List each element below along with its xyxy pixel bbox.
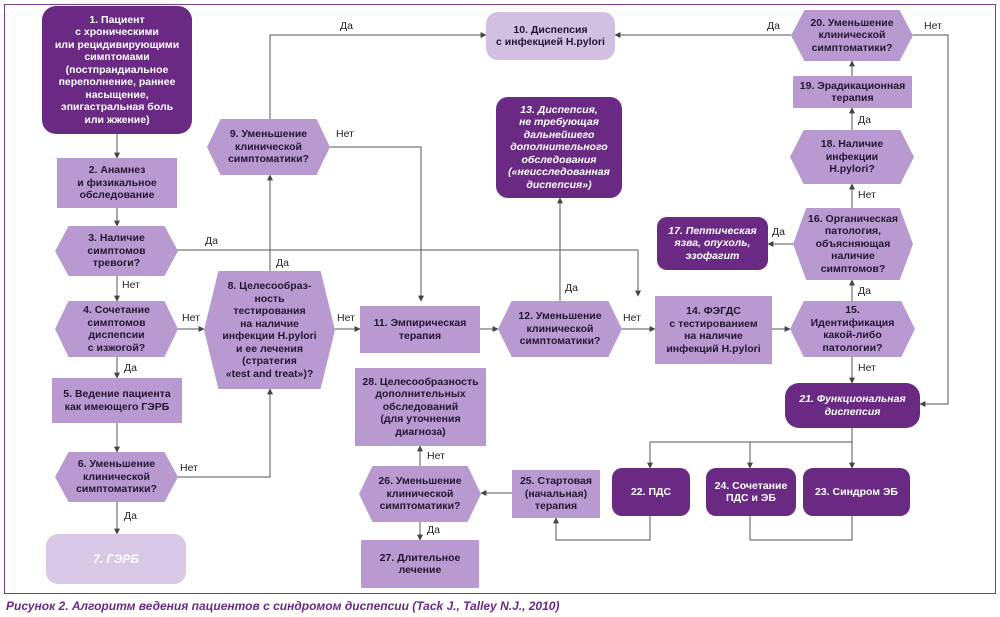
node-24-pds-eb: 24. Сочетание ПДС и ЭБ: [706, 468, 796, 516]
label-yes-20-10: Да: [767, 20, 780, 32]
label-yes-6-7: Да: [124, 510, 137, 522]
node-8-test-and-treat: 8. Целесообраз- ность тестирования на на…: [204, 271, 335, 389]
label-no-12-14: Нет: [623, 312, 641, 324]
node-27-long-term-treatment: 27. Длительное лечение: [361, 540, 479, 588]
label-yes-4-5: Да: [124, 362, 137, 374]
edge-9-11: [330, 146, 424, 302]
edge-20-21: [913, 34, 949, 407]
node-7-gerd: 7. ГЭРБ: [46, 534, 186, 584]
label-no-8-11: Нет: [337, 312, 355, 324]
label-no-4-8: Нет: [182, 312, 200, 324]
edge-23-25: [750, 516, 853, 541]
node-26-symptom-reduction: 26. Уменьшение клинической симптоматики?: [359, 466, 481, 522]
node-16-organic-pathology: 16. Органическая патология, объясняющая …: [793, 208, 913, 280]
label-yes-12-13: Да: [565, 282, 578, 294]
label-no-3-4: Нет: [122, 279, 140, 291]
node-15-pathology-identification: 15. Идентификация какой-либо патологии?: [790, 301, 915, 357]
label-yes-9-10: Да: [340, 20, 353, 32]
label-no-9-11: Нет: [336, 128, 354, 140]
label-yes-26-27: Да: [427, 524, 440, 536]
edge-21-22: [647, 428, 853, 469]
node-18-hp-infection: 18. Наличие инфекции H.pylori?: [790, 130, 914, 184]
label-no-6-8: Нет: [180, 462, 198, 474]
node-12-symptom-reduction: 12. Уменьшение клинической симптоматики?: [498, 301, 622, 357]
label-yes-3-14: Да: [205, 235, 218, 247]
label-yes-16-17: Да: [772, 226, 785, 238]
figure-frame: [4, 4, 996, 594]
figure-caption: Рисунок 2. Алгоритм ведения пациентов с …: [6, 599, 560, 613]
node-17-peptic-ulcer: 17. Пептическая язва, опухоль, эзофагит: [657, 217, 768, 270]
label-no-15-21: Нет: [858, 362, 876, 374]
edge-6-8: [178, 388, 273, 478]
node-6-symptom-reduction: 6. Уменьшение клинической симптоматики?: [55, 452, 178, 502]
label-no-26-28: Нет: [427, 450, 445, 462]
label-yes-8-9: Да: [276, 257, 289, 269]
node-11-empirical-therapy: 11. Эмпирическая терапия: [360, 306, 480, 353]
node-4-heartburn: 4. Сочетание симптомов диспепсии с изжог…: [55, 301, 178, 357]
node-10-hp-dyspepsia: 10. Диспепсия с инфекцией H.pylori: [486, 12, 615, 60]
node-2-history: 2. Анамнез и физикальное обследование: [57, 158, 177, 208]
label-no-16-18: Нет: [858, 189, 876, 201]
node-14-egds: 14. ФЭГДС с тестированием на наличие инф…: [655, 296, 772, 364]
node-28-additional-investigations: 28. Целесообразность дополнительных обсл…: [355, 368, 486, 446]
node-22-pds: 22. ПДС: [612, 468, 690, 516]
node-20-symptom-reduction: 20. Уменьшение клинической симптоматики?: [791, 10, 913, 61]
node-10-text: 10. Диспепсия с инфекцией H.pylori: [496, 23, 605, 49]
label-yes-15-16: Да: [858, 285, 871, 297]
node-3-alarm-symptoms: 3. Наличие симптомов тревоги?: [55, 226, 178, 276]
node-25-initial-therapy: 25. Стартовая (начальная) терапия: [512, 470, 600, 518]
node-1-patient: 1. Пациент с хроническими или рецидивиру…: [42, 6, 192, 134]
node-9-symptom-reduction: 9. Уменьшение клинической симптоматики?: [207, 119, 330, 175]
edge-9-10: [269, 32, 487, 119]
label-no-20-21: Нет: [924, 20, 942, 32]
node-19-eradication-therapy: 19. Эрадикационная терапия: [793, 76, 912, 108]
node-21-functional-dyspepsia: 21. Функциональная диспепсия: [785, 383, 920, 428]
edge-3-14: [176, 249, 641, 297]
node-13-uninvestigated-dyspepsia: 13. Диспепсия, не требующая дальнейшего …: [496, 97, 622, 198]
node-23-eb-syndrome: 23. Синдром ЭБ: [803, 468, 910, 516]
edge-22-25: [553, 516, 651, 541]
node-5-gerd-management: 5. Ведение пациента как имеющего ГЭРБ: [52, 378, 182, 423]
label-yes-18-19: Да: [858, 114, 871, 126]
